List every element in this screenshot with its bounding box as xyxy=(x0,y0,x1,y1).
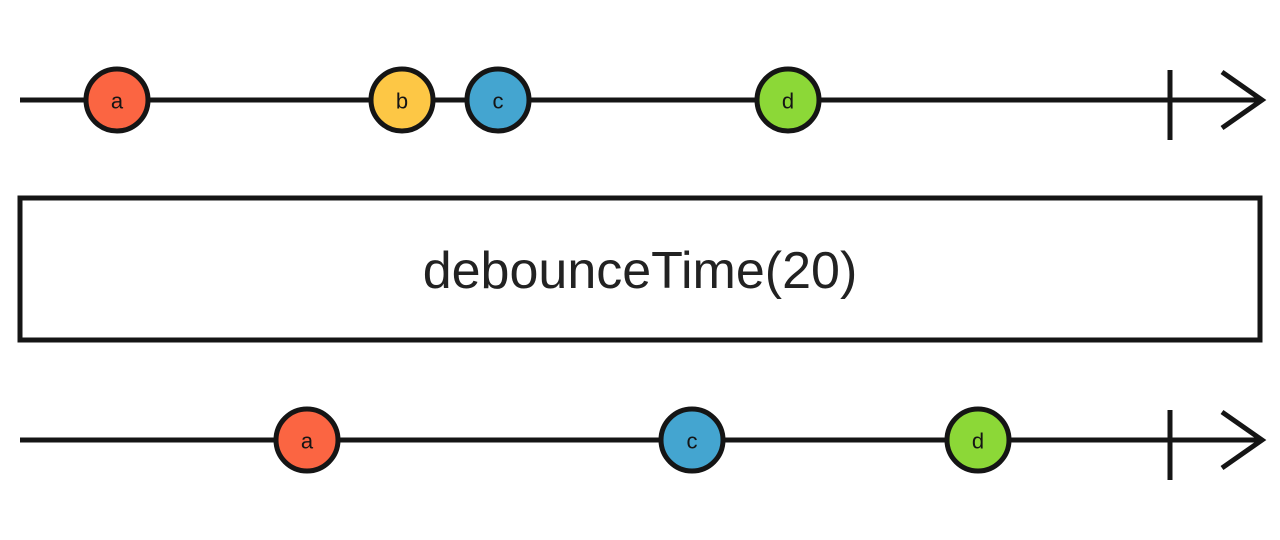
marble-source-a[interactable]: a xyxy=(83,66,151,134)
marble-circle xyxy=(464,66,532,134)
operator-box-label: debounceTime(20) xyxy=(423,242,858,300)
marble-circle xyxy=(83,66,151,134)
marble-label: a xyxy=(301,429,314,454)
source-timeline-arrow-icon xyxy=(1220,69,1267,131)
marble-result-a[interactable]: a xyxy=(273,406,341,474)
marble-label: c xyxy=(493,89,504,114)
marble-circle xyxy=(944,406,1012,474)
marble-label: a xyxy=(111,89,124,114)
operator-box-outline xyxy=(17,195,1263,343)
marble-result-c[interactable]: c xyxy=(658,406,726,474)
marble-result-d[interactable]: d xyxy=(944,406,1012,474)
marble-circle xyxy=(368,66,436,134)
marble-label: b xyxy=(396,89,408,114)
result-timeline-arrow-icon xyxy=(1220,409,1267,471)
marble-source-c[interactable]: c xyxy=(464,66,532,134)
marble-circle xyxy=(658,406,726,474)
result-timeline: a c d xyxy=(20,406,1267,480)
operator-box[interactable]: debounceTime(20) xyxy=(17,195,1263,343)
marble-circle xyxy=(754,66,822,134)
marble-source-d[interactable]: d xyxy=(754,66,822,134)
marble-circle xyxy=(273,406,341,474)
marble-label: d xyxy=(782,89,794,114)
marble-source-b[interactable]: b xyxy=(368,66,436,134)
source-timeline: a b c d xyxy=(20,66,1267,140)
marble-label: d xyxy=(972,429,984,454)
marble-label: c xyxy=(687,429,698,454)
